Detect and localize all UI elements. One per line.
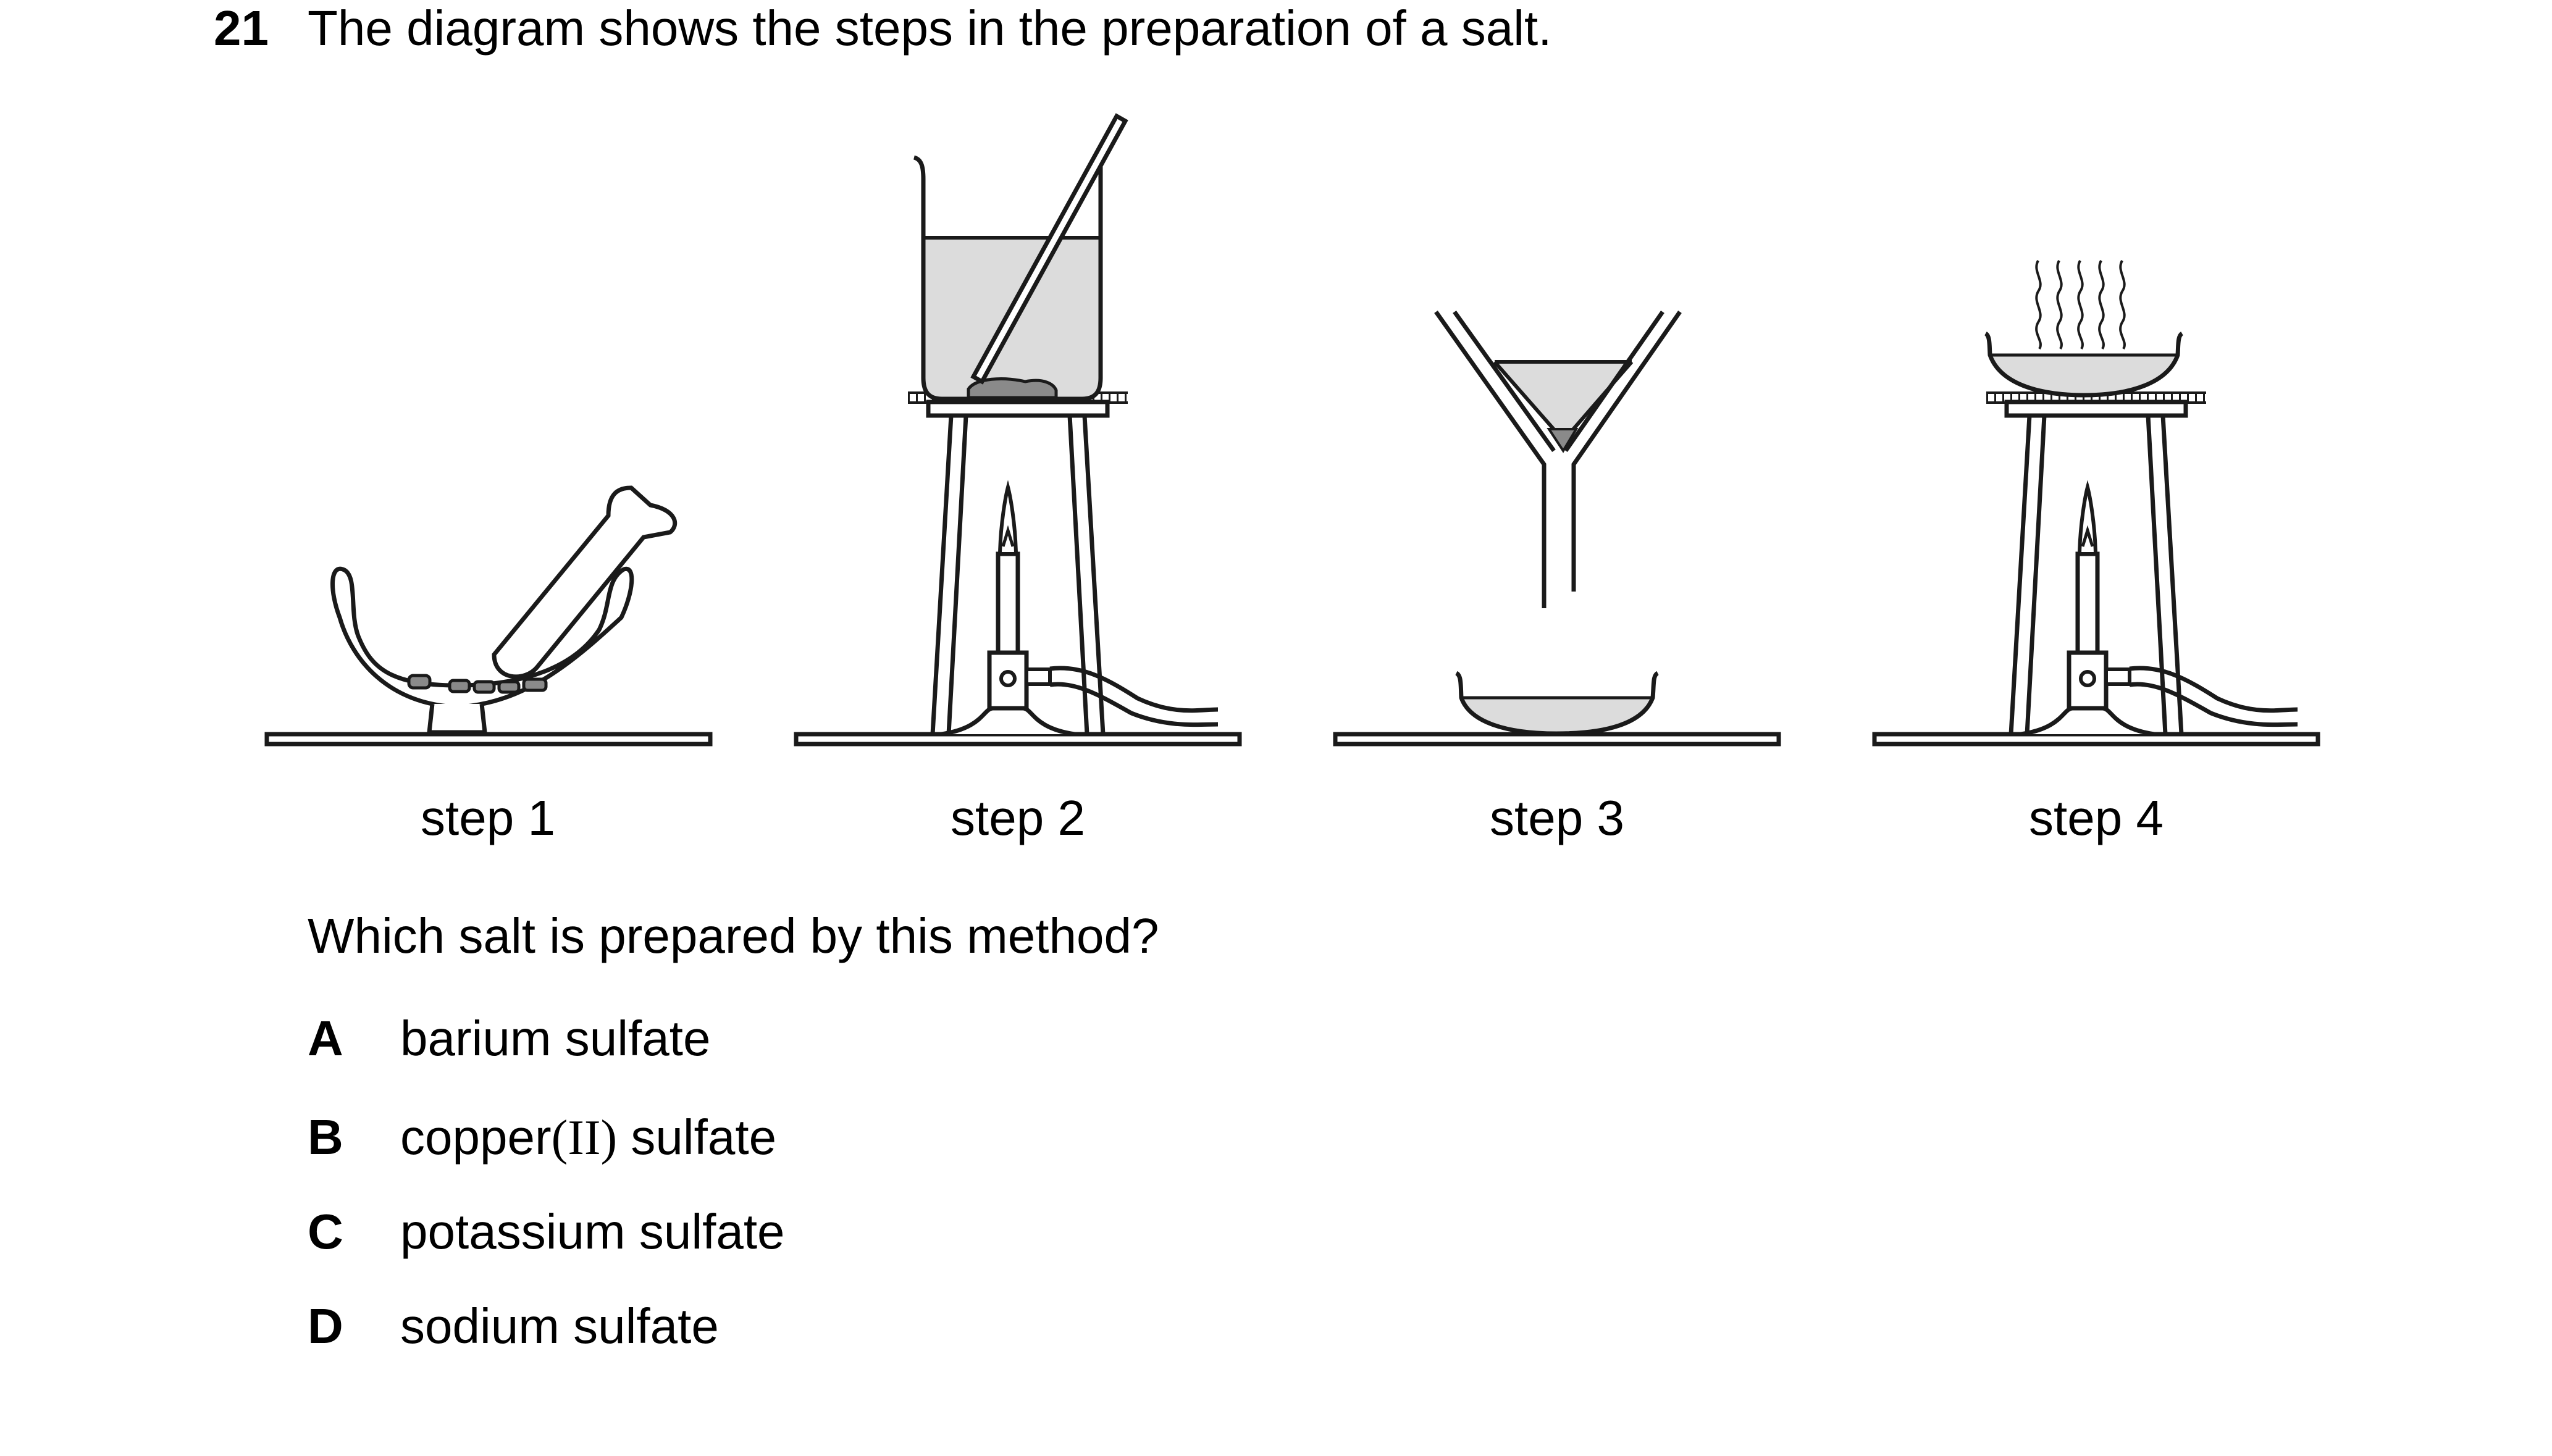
step-1-apparatus <box>264 485 713 747</box>
step-3-label: step 3 <box>1490 790 1624 845</box>
pestle <box>492 485 678 679</box>
option-letter: C <box>308 1204 343 1259</box>
question-prompt: Which salt is prepared by this method? <box>308 908 1159 963</box>
option-text: sodium sulfate <box>400 1299 719 1353</box>
filter-funnel <box>1434 310 1682 608</box>
option-text: barium sulfate <box>400 1011 711 1066</box>
option-letter: B <box>308 1110 343 1165</box>
option-letter: A <box>308 1011 343 1066</box>
step-2-label: step 2 <box>951 790 1085 845</box>
salt-preparation-diagram <box>264 113 2320 747</box>
option-text: potassium sulfate <box>400 1204 785 1259</box>
mortar <box>330 566 634 735</box>
step-3-apparatus <box>1333 310 1781 747</box>
step-2-apparatus <box>794 113 1242 747</box>
option-text-roman: (II) <box>551 1111 618 1165</box>
evaporating-basin <box>1984 331 2184 398</box>
option-letter: D <box>308 1299 343 1353</box>
evaporating-basin <box>1454 671 1660 736</box>
option-text-after: sulfate <box>617 1110 777 1165</box>
glass-rod <box>970 113 1128 385</box>
solid-lumps <box>407 674 548 694</box>
question-stem: The diagram shows the steps in the prepa… <box>308 1 1552 56</box>
steam-lines <box>2035 260 2126 350</box>
step-4-label: step 4 <box>2029 790 2164 845</box>
step-1-label: step 1 <box>421 790 555 845</box>
question-number: 21 <box>214 1 269 56</box>
option-text-before: copper <box>400 1110 552 1165</box>
step-4-apparatus <box>1872 260 2320 747</box>
